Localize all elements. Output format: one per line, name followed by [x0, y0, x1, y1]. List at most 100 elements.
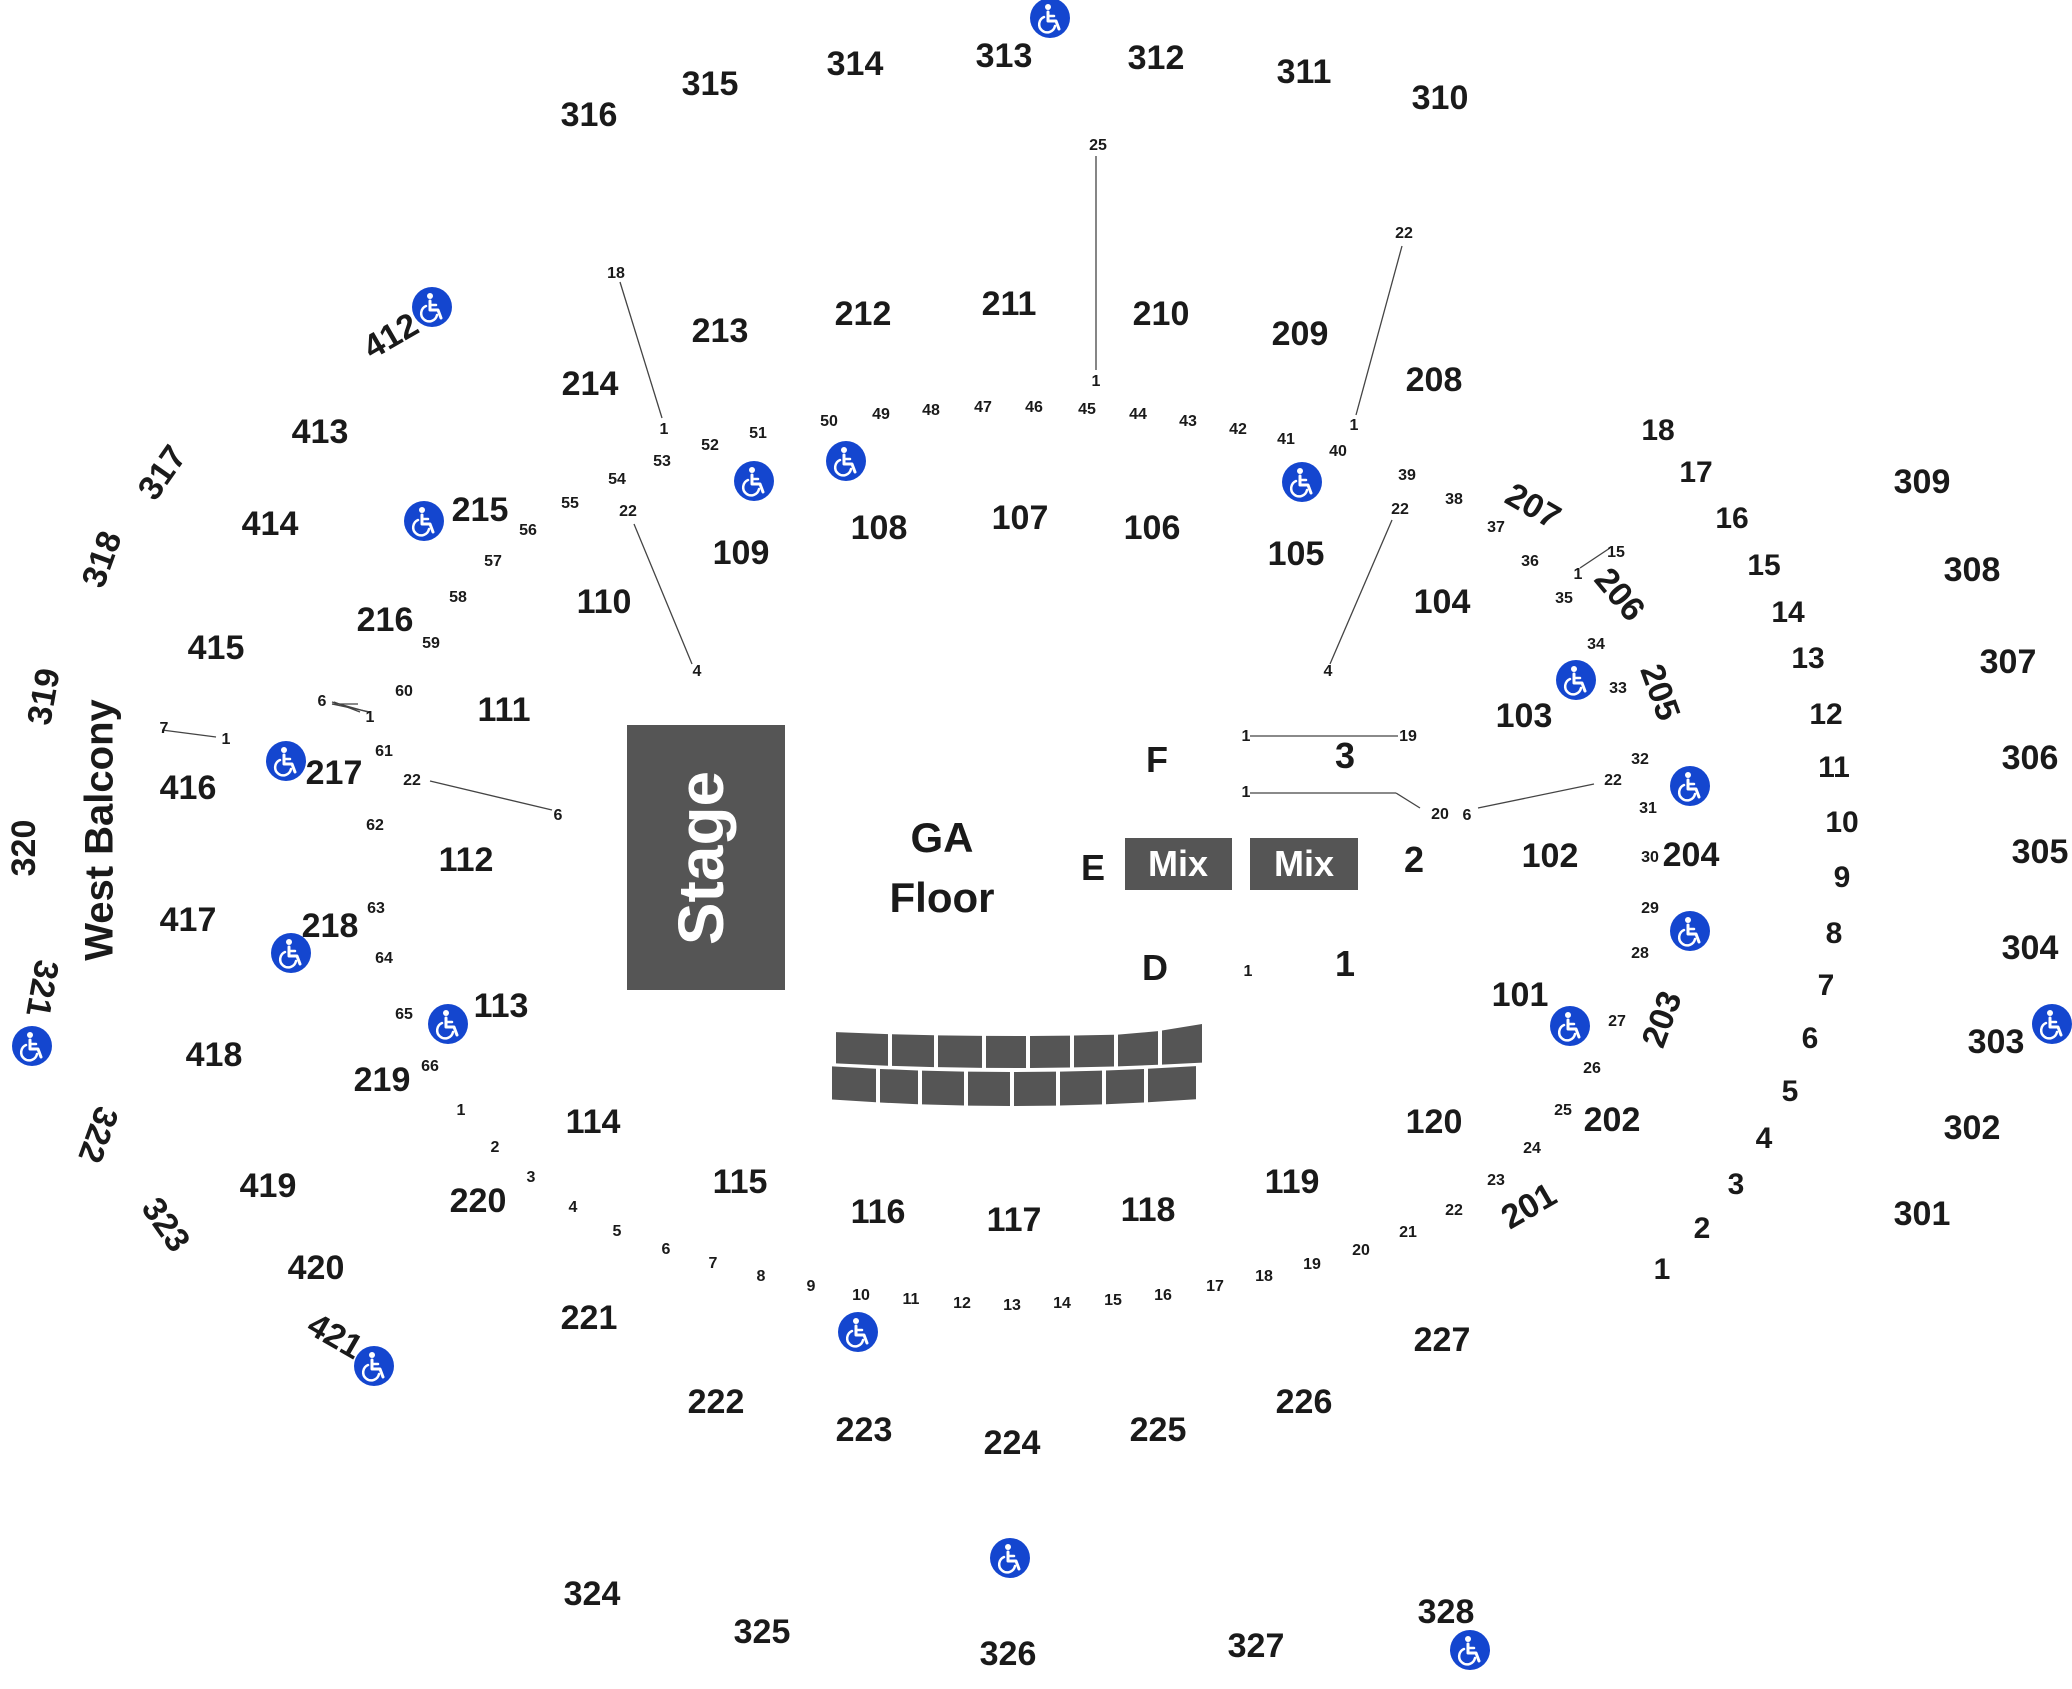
floor-seat-block[interactable] — [880, 1068, 918, 1105]
section-420[interactable]: 420 — [288, 1249, 345, 1287]
row-e[interactable]: E — [1081, 847, 1105, 888]
section-225[interactable]: 225 — [1130, 1411, 1187, 1449]
section-106[interactable]: 106 — [1124, 509, 1181, 547]
section-115[interactable]: 115 — [713, 1163, 768, 1201]
floor-seat-block[interactable] — [892, 1034, 934, 1068]
section-117[interactable]: 117 — [987, 1201, 1042, 1239]
row-d[interactable]: D — [1142, 947, 1168, 988]
section-416[interactable]: 416 — [160, 769, 217, 807]
section-110[interactable]: 110 — [577, 583, 632, 621]
section-222[interactable]: 222 — [688, 1383, 745, 1421]
floor-seat-block[interactable] — [938, 1035, 982, 1068]
section-415[interactable]: 415 — [188, 629, 245, 667]
wheelchair-icon[interactable] — [404, 501, 444, 541]
section-303[interactable]: 303 — [1968, 1023, 2025, 1061]
section-107[interactable]: 107 — [992, 499, 1049, 537]
section-120[interactable]: 120 — [1406, 1103, 1463, 1141]
section-4[interactable]: 4 — [1756, 1122, 1773, 1155]
section-216[interactable]: 216 — [357, 601, 414, 639]
section-2[interactable]: 2 — [1694, 1212, 1711, 1245]
floor-seat-block[interactable] — [1118, 1031, 1158, 1067]
floor-section-2[interactable]: 2 — [1404, 839, 1424, 880]
ga-floor-label-2[interactable]: Floor — [890, 874, 995, 921]
section-14[interactable]: 14 — [1771, 596, 1805, 629]
section-202[interactable]: 202 — [1584, 1101, 1641, 1139]
stage[interactable] — [627, 725, 785, 990]
section-218[interactable]: 218 — [302, 907, 359, 945]
section-204[interactable]: 204 — [1663, 836, 1720, 874]
row-f[interactable]: F — [1146, 739, 1168, 780]
section-16[interactable]: 16 — [1715, 502, 1748, 535]
section-227[interactable]: 227 — [1414, 1321, 1471, 1359]
floor-seat-block[interactable] — [1106, 1068, 1144, 1105]
wheelchair-icon[interactable] — [1556, 660, 1596, 700]
section-13[interactable]: 13 — [1791, 642, 1824, 675]
section-318[interactable]: 318 — [75, 526, 130, 592]
floor-seat-block[interactable] — [986, 1035, 1026, 1068]
section-311[interactable]: 311 — [1277, 53, 1332, 91]
wheelchair-icon[interactable] — [271, 933, 311, 973]
floor-seat-block[interactable] — [836, 1032, 888, 1066]
section-320[interactable]: 320 — [5, 820, 43, 877]
section-325[interactable]: 325 — [734, 1613, 791, 1651]
section-102[interactable]: 102 — [1522, 837, 1579, 875]
wheelchair-icon[interactable] — [1282, 462, 1322, 502]
floor-seat-block[interactable] — [1060, 1070, 1102, 1106]
floor-section-1[interactable]: 1 — [1335, 943, 1355, 984]
section-105[interactable]: 105 — [1268, 535, 1325, 573]
wheelchair-icon[interactable] — [990, 1538, 1030, 1578]
section-214[interactable]: 214 — [562, 365, 619, 403]
accessible-seating[interactable] — [12, 0, 2072, 1670]
wheelchair-icon[interactable] — [266, 741, 306, 781]
section-111[interactable]: 111 — [478, 691, 531, 729]
section-114[interactable]: 114 — [566, 1103, 621, 1141]
section-18[interactable]: 18 — [1641, 414, 1674, 447]
wheelchair-icon[interactable] — [1670, 766, 1710, 806]
section-201[interactable]: 201 — [1495, 1176, 1563, 1237]
wheelchair-icon[interactable] — [1670, 911, 1710, 951]
section-322[interactable]: 322 — [70, 1102, 125, 1168]
ga-floor-label-1[interactable]: GA — [911, 814, 974, 861]
section-418[interactable]: 418 — [186, 1036, 243, 1074]
section-305[interactable]: 305 — [2012, 833, 2069, 871]
wheelchair-icon[interactable] — [826, 441, 866, 481]
section-319[interactable]: 319 — [20, 665, 67, 727]
floor-seat-block[interactable] — [1148, 1066, 1196, 1103]
wheelchair-icon[interactable] — [838, 1312, 878, 1352]
section-417[interactable]: 417 — [160, 901, 217, 939]
section-220[interactable]: 220 — [450, 1182, 507, 1220]
section-314[interactable]: 314 — [827, 45, 884, 83]
section-206[interactable]: 206 — [1587, 561, 1653, 629]
floor-seat-block[interactable] — [922, 1070, 964, 1106]
section-5[interactable]: 5 — [1782, 1075, 1799, 1108]
wheelchair-icon[interactable] — [412, 287, 452, 327]
section-17[interactable]: 17 — [1679, 456, 1712, 489]
section-413[interactable]: 413 — [292, 413, 349, 451]
wheelchair-icon[interactable] — [1030, 0, 1070, 38]
section-213[interactable]: 213 — [692, 312, 749, 350]
section-219[interactable]: 219 — [354, 1061, 411, 1099]
section-313[interactable]: 313 — [976, 37, 1033, 75]
wheelchair-icon[interactable] — [1450, 1630, 1490, 1670]
section-labels[interactable]: 1011021031041051061071081091101111121131… — [5, 37, 2068, 1673]
section-419[interactable]: 419 — [240, 1167, 297, 1205]
section-414[interactable]: 414 — [242, 505, 299, 543]
section-9[interactable]: 9 — [1834, 861, 1851, 894]
section-315[interactable]: 315 — [682, 65, 739, 103]
floor-seat-block[interactable] — [1014, 1071, 1056, 1106]
floor-seat-block[interactable] — [1162, 1024, 1202, 1065]
floor-seat-block[interactable] — [832, 1066, 876, 1103]
floor-seat-block[interactable] — [1074, 1034, 1114, 1068]
section-306[interactable]: 306 — [2002, 739, 2059, 777]
section-324[interactable]: 324 — [564, 1575, 621, 1613]
wheelchair-icon[interactable] — [354, 1346, 394, 1386]
section-210[interactable]: 210 — [1133, 295, 1190, 333]
section-316[interactable]: 316 — [561, 96, 618, 134]
section-323[interactable]: 323 — [134, 1191, 198, 1259]
section-101[interactable]: 101 — [1492, 976, 1549, 1014]
section-321[interactable]: 321 — [18, 957, 65, 1019]
wheelchair-icon[interactable] — [12, 1026, 52, 1066]
section-12[interactable]: 12 — [1809, 698, 1842, 731]
section-310[interactable]: 310 — [1412, 79, 1469, 117]
section-112[interactable]: 112 — [439, 841, 494, 879]
